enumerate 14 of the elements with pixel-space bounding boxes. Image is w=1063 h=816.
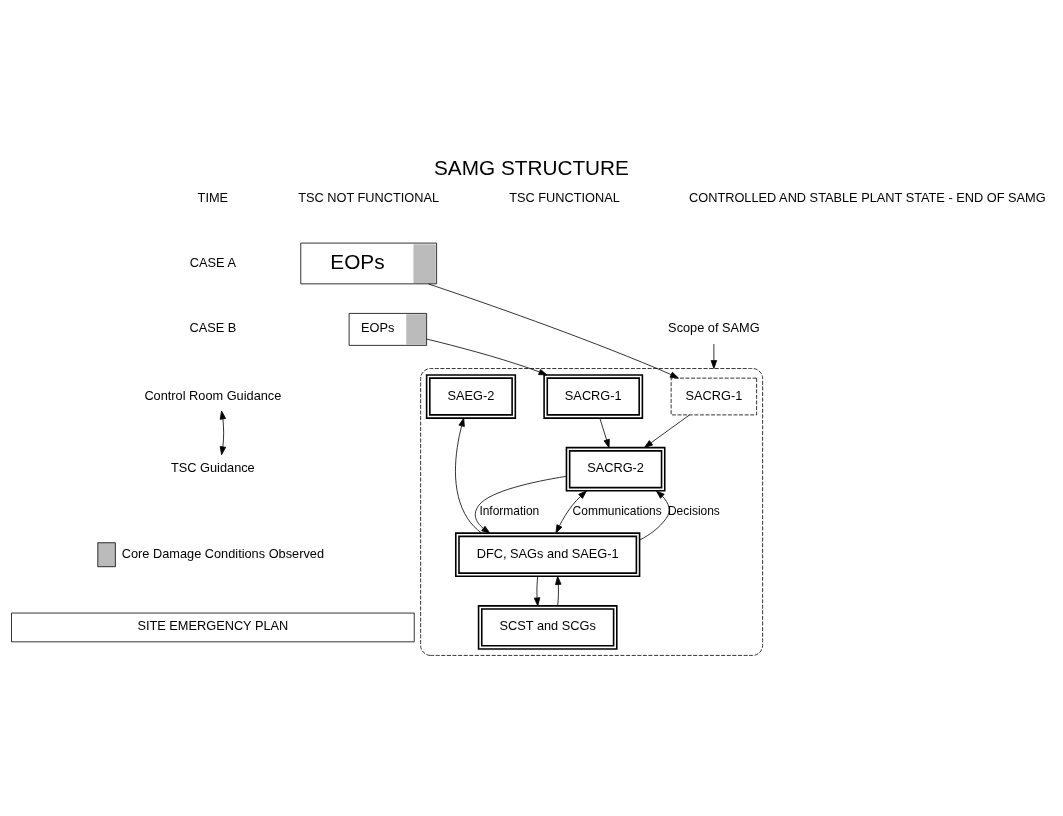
edge-label: Communications — [572, 503, 662, 518]
legend-label: Core Damage Conditions Observed — [121, 545, 325, 561]
label: CASE B — [189, 319, 237, 335]
diagram-title: SAMG STRUCTURE — [434, 155, 629, 179]
edge-label: Information — [479, 503, 540, 518]
label: TSC FUNCTIONAL — [509, 189, 620, 205]
label: CASE A — [189, 254, 236, 270]
node-text: Scope of SAMG — [668, 319, 760, 335]
node-text: TSC Guidance — [171, 459, 255, 475]
edge-label: Decisions — [667, 503, 720, 518]
label: CONTROLLED AND STABLE PLANT STATE - END OF SAMG — [689, 189, 1046, 205]
node-text: Control Room Guidance — [144, 387, 282, 403]
label: TSC NOT FUNCTIONAL — [298, 189, 440, 205]
label: TIME — [197, 189, 229, 205]
